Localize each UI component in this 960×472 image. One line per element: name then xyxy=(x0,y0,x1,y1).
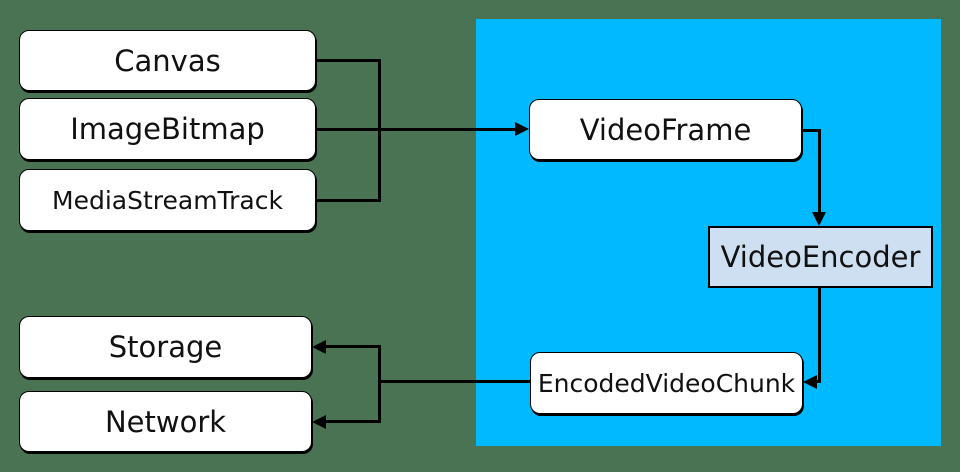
node-videoframe: VideoFrame xyxy=(529,99,802,160)
edge-sinks-junction-vertical-line xyxy=(378,345,381,423)
edge-videoencoder-chunk-vertical-line xyxy=(818,288,821,383)
node-videoencoder-label: VideoEncoder xyxy=(720,240,921,274)
edge-videoframe-out-line xyxy=(802,129,821,132)
arrowhead-into-encodedvideochunk-icon xyxy=(803,375,817,389)
node-canvas: Canvas xyxy=(19,30,316,91)
edge-junction-storage-line xyxy=(325,345,380,348)
edge-chunk-sinks-line xyxy=(380,380,530,383)
edge-imagebitmap-videoframe-line xyxy=(315,128,517,131)
node-mediastreamtrack-label: MediaStreamTrack xyxy=(52,185,283,215)
arrowhead-into-network-icon xyxy=(312,415,326,429)
node-canvas-label: Canvas xyxy=(114,43,221,78)
node-network-label: Network xyxy=(104,404,227,439)
arrowhead-into-videoencoder-icon xyxy=(812,212,826,226)
edge-videoframe-videoencoder-line xyxy=(818,129,821,213)
node-encodedvideochunk-label: EncodedVideoChunk xyxy=(537,368,796,398)
edge-junction-network-line xyxy=(325,420,380,423)
node-videoencoder: VideoEncoder xyxy=(708,226,933,288)
edge-mediastreamtrack-junction-line xyxy=(315,199,381,202)
node-imagebitmap: ImageBitmap xyxy=(19,98,316,160)
arrowhead-into-storage-icon xyxy=(312,340,326,354)
node-imagebitmap-label: ImageBitmap xyxy=(70,112,265,146)
node-mediastreamtrack: MediaStreamTrack xyxy=(19,169,316,231)
node-network: Network xyxy=(19,391,312,452)
node-videoframe-label: VideoFrame xyxy=(579,112,752,147)
arrowhead-into-videoframe-icon xyxy=(515,122,529,136)
node-storage: Storage xyxy=(19,316,312,378)
edge-videoencoder-chunk-elbow-line xyxy=(815,380,821,383)
node-storage-label: Storage xyxy=(108,330,223,364)
edge-canvas-junction-line xyxy=(315,59,381,62)
node-encodedvideochunk: EncodedVideoChunk xyxy=(530,352,803,414)
